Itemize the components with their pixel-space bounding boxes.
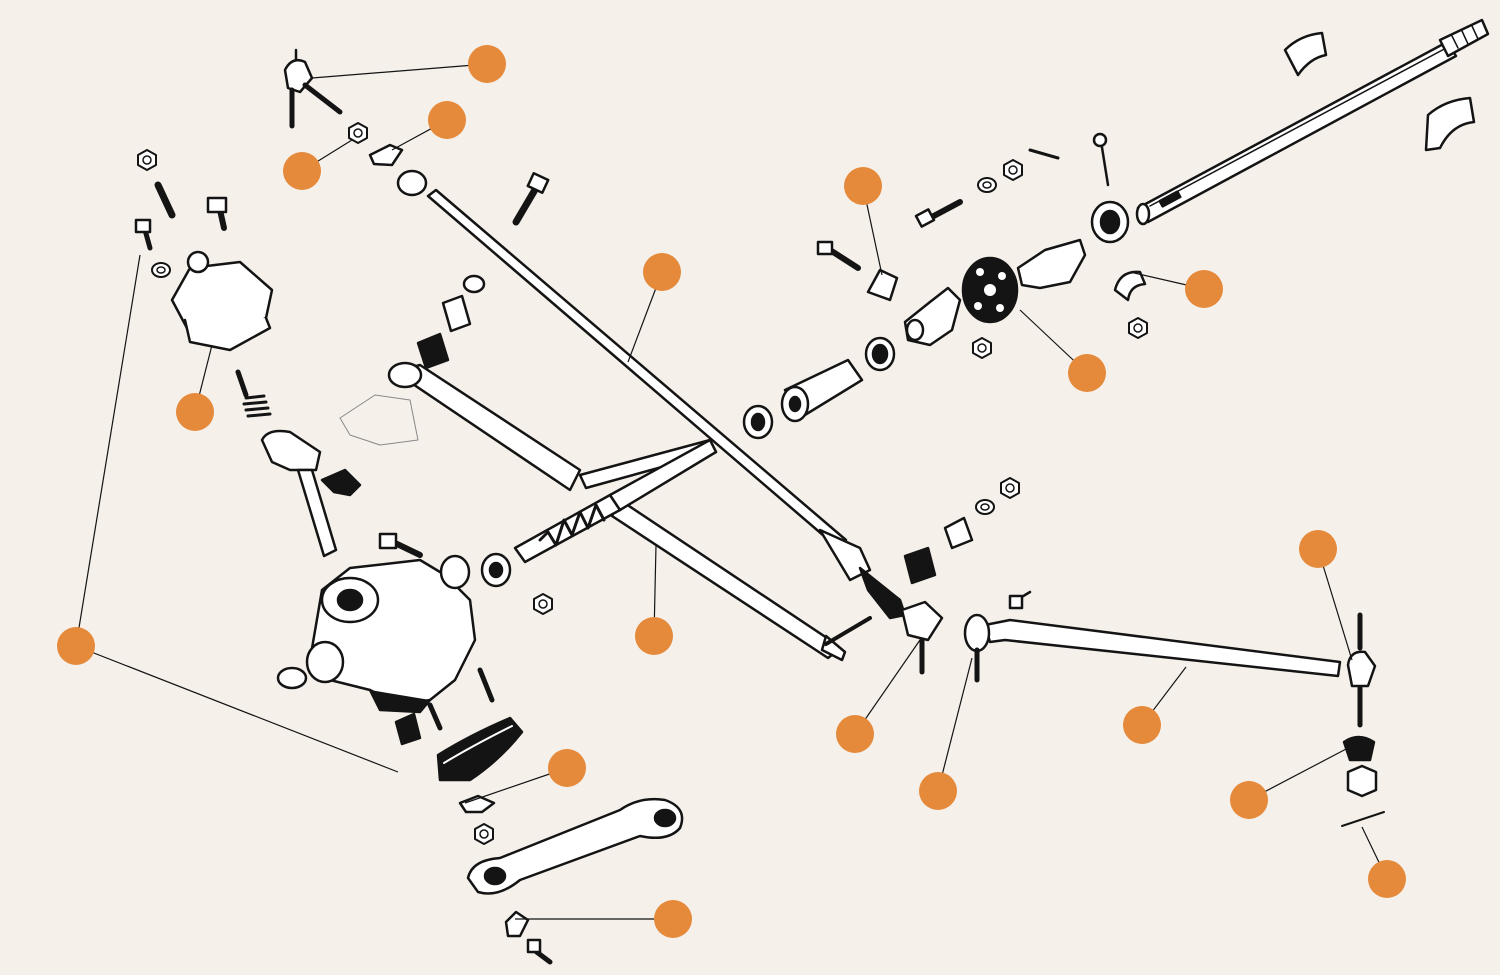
bolt-small-left (134, 218, 153, 251)
box-bolt (378, 532, 423, 558)
hotspot-12[interactable] (1123, 706, 1161, 744)
bolt-upper-center (512, 172, 550, 226)
hotspot-2[interactable] (428, 101, 466, 139)
leader-line (75, 645, 399, 773)
hotspot-11[interactable] (57, 627, 95, 665)
splined-sleeve (780, 358, 864, 423)
bolt-upper-left (816, 240, 861, 271)
bolt-bottom (526, 938, 553, 965)
top-cover (170, 250, 274, 352)
clamp-lower-right (1113, 270, 1147, 302)
ball-joint-right (1346, 612, 1377, 728)
coupling-clamp (866, 268, 899, 302)
spacer-upper (441, 294, 472, 333)
leader-line (1317, 548, 1353, 661)
bush-lower-right (903, 546, 937, 585)
hotspot-15[interactable] (919, 772, 957, 810)
hotspot-10[interactable] (635, 617, 673, 655)
inner-tube (387, 361, 872, 662)
hotspot-1[interactable] (468, 45, 506, 83)
column-bush-lower (1424, 96, 1476, 152)
faint-outline (339, 394, 419, 446)
coupling-yoke-right (1016, 238, 1087, 290)
upper-ball-joint (283, 48, 343, 129)
long-rod (426, 188, 907, 620)
tab-washer-upper (368, 143, 404, 167)
bolt-top-left (206, 196, 228, 231)
steering-box (305, 554, 477, 714)
steering-column (1135, 18, 1490, 226)
hotspot-18[interactable] (654, 900, 692, 938)
leader-lines (75, 63, 1388, 920)
hotspot-7[interactable] (1068, 354, 1106, 392)
clamp-cap (436, 716, 524, 782)
hotspot-13[interactable] (836, 715, 874, 753)
box-bush-lower (394, 712, 422, 746)
bolt-upper-mid (914, 199, 963, 228)
leader-line (854, 639, 921, 735)
leader-line (75, 254, 141, 647)
hotspot-9[interactable] (1299, 530, 1337, 568)
split-pin (1341, 811, 1385, 827)
worm-screw (513, 438, 718, 564)
tab-washer-bottom (504, 910, 530, 938)
hotspots[interactable] (57, 45, 1406, 938)
castle-nut (1346, 764, 1378, 798)
peg-fork (320, 468, 362, 497)
bush-upper (416, 332, 450, 370)
parts-artwork (134, 18, 1490, 965)
tab-washer-lower (458, 794, 496, 814)
rocker-shaft (260, 429, 338, 558)
hotspot-8[interactable] (176, 393, 214, 431)
grease-nipple (1008, 590, 1032, 610)
spacer-right (943, 516, 974, 550)
stud-top-left (154, 181, 176, 219)
leader-line (937, 657, 973, 792)
ball-joint-center (900, 600, 944, 675)
hotspot-4[interactable] (844, 167, 882, 205)
hotspot-6[interactable] (1185, 270, 1223, 308)
column-clamp (1090, 132, 1130, 244)
drop-arm (466, 797, 684, 895)
flexible-coupling (961, 256, 1019, 324)
tie-rod (963, 613, 1342, 683)
hotspot-14[interactable] (548, 749, 586, 787)
box-seal (276, 666, 308, 690)
column-bush-upper (1283, 31, 1328, 77)
hotspot-5[interactable] (643, 253, 681, 291)
hotspot-17[interactable] (1368, 860, 1406, 898)
hotspot-16[interactable] (1230, 781, 1268, 819)
dust-boot (1342, 735, 1376, 762)
leader-line (311, 63, 488, 79)
hotspot-3[interactable] (283, 152, 321, 190)
